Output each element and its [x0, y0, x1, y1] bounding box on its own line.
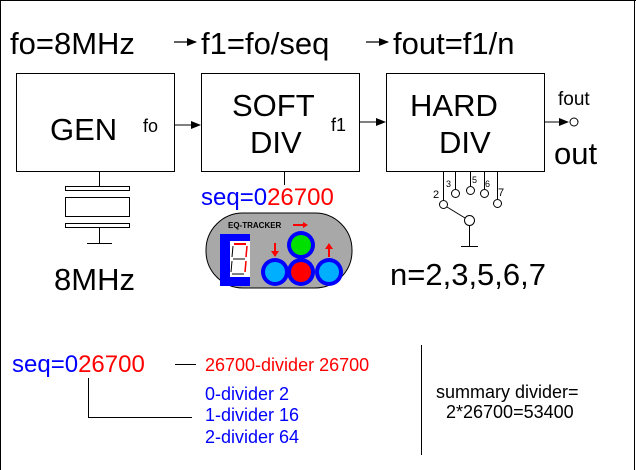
switch-label-7: 7 [498, 187, 504, 199]
switch-label-5: 5 [472, 175, 477, 185]
output-signal-label: fout [558, 89, 590, 110]
eq-tracker-device[interactable]: EQ-TRACKER [205, 212, 353, 289]
tracker-up-arrow-icon [325, 243, 333, 257]
soft-div-block: SOFT DIV f1 [201, 73, 360, 172]
switch-label-3: 3 [446, 179, 451, 189]
crystal-icon [65, 171, 130, 244]
soft-div-label-line1: SOFT [232, 88, 315, 123]
tracker-down-arrow-icon [271, 243, 279, 257]
summary-line-2: 2*26700=53400 [446, 402, 574, 422]
switch-contact-7[interactable] [493, 199, 502, 208]
switch-contact-6[interactable] [480, 189, 489, 198]
tracker-stop-button[interactable] [291, 262, 311, 282]
switch-contact-2[interactable] [439, 200, 448, 209]
switch-label-2: 2 [433, 189, 439, 201]
tracker-seq-label: seq=026700 [201, 184, 334, 211]
legend-seq-value: 26700 [78, 351, 145, 378]
legend-blue-line-1: 1-divider 16 [205, 405, 299, 425]
gen-label: GEN [50, 112, 117, 147]
legend-blue-line-0: 0-divider 2 [205, 384, 289, 404]
switch-wiper [446, 206, 466, 219]
gen-output-label: fo [143, 116, 158, 136]
header-eq-f1: f1=fo/seq [201, 26, 329, 61]
crystal-frequency-label: 8MHz [54, 262, 135, 297]
tracker-right-arrow-icon [293, 222, 308, 228]
legend-red-line: 26700-divider 26700 [205, 355, 369, 375]
n-values-label: n=2,3,5,6,7 [390, 257, 546, 292]
switch-contact-5[interactable] [466, 186, 475, 195]
tracker-down-button[interactable] [265, 262, 285, 282]
hard-div-label-line1: HARD [410, 88, 498, 123]
hard-div-block: HARD DIV [386, 73, 545, 172]
output-port-label: out [554, 136, 597, 171]
legend-seq-prefix: seq=0 [12, 351, 78, 378]
legend-connector-blue [88, 378, 192, 418]
output-terminal-icon [569, 117, 579, 127]
header-eq-fo: fo=8MHz [10, 26, 135, 61]
summary-line-1: summary divider= [436, 382, 579, 402]
legend-seq-label: seq=026700 [12, 351, 145, 378]
n-selector-switch[interactable]: 2 3 5 6 7 [433, 171, 504, 247]
soft-div-label-line2: DIV [250, 125, 302, 160]
switch-common-terminal [464, 215, 475, 226]
tracker-go-button[interactable] [291, 235, 311, 255]
header-eq-fout: fout=f1/n [393, 26, 515, 61]
tracker-device-label: EQ-TRACKER [228, 221, 282, 230]
soft-div-output-label: f1 [331, 115, 346, 135]
switch-contact-3[interactable] [451, 189, 460, 198]
switch-label-6: 6 [485, 179, 490, 189]
gen-block: GEN fo [16, 73, 175, 172]
tracker-up-button[interactable] [319, 262, 339, 282]
tracker-seq-value: 26700 [267, 184, 334, 211]
hard-div-label-line2: DIV [439, 125, 491, 160]
legend-blue-line-2: 2-divider 64 [205, 427, 299, 447]
tracker-seq-prefix: seq=0 [201, 184, 267, 211]
